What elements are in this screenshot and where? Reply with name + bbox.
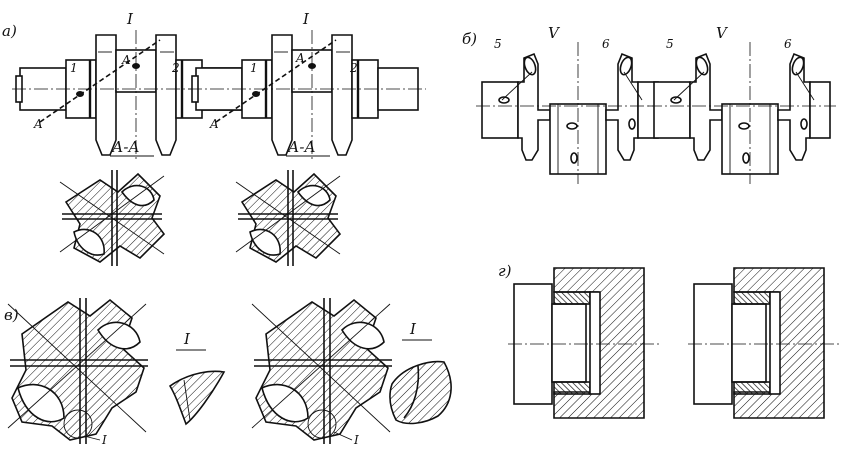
section-mark-a3: A [209,117,219,131]
section-mark-a2: A [121,53,131,67]
section-title-right: А-А [287,138,316,156]
mark-6-left: 6 [602,37,610,51]
panel-g: г) [498,262,841,419]
mark-6-right: 6 [784,37,792,51]
panel-v-label: в) [4,306,19,324]
callout-I-right: I [302,10,310,28]
pin-2-left: 2 [171,61,180,75]
crank-block-left [475,41,665,185]
mark-5-right: 5 [666,37,674,51]
section-aa-right [235,169,341,267]
leader-I-right: I [353,433,359,447]
section-aa-left [59,169,165,267]
big-section-right [251,297,393,445]
panel-a: а) I I 1 2 1 2 A A A A А-А А-А [2,10,428,267]
panel-b: б) V V 5 6 5 6 [462,24,837,185]
panel-g-label: г) [498,262,512,280]
bearing-right [687,267,841,419]
section-mark-a1: A [33,117,43,131]
detail-I-right-label: I [409,320,417,338]
panel-v: в) I I I I [4,297,452,447]
crank-block-right [647,41,837,185]
pin-1-right: 1 [250,61,258,75]
leader-I-left: I [101,433,107,447]
detail-I-left-label: I [183,330,191,348]
panel-b-label: б) [462,30,477,48]
big-section-left [7,297,149,445]
pin-1-left: 1 [70,61,78,75]
callout-V-right: V [716,24,729,42]
callout-V-left: V [548,24,561,42]
panel-a-label: а) [2,22,17,40]
detail-I-right [389,360,452,425]
section-title-left: А-А [111,138,140,156]
mark-5-left: 5 [494,37,502,51]
detail-I-left [168,370,226,426]
bearing-left [507,267,661,419]
section-mark-a4: A [295,51,305,65]
pin-2-right: 2 [349,61,358,75]
callout-I-left: I [126,10,134,28]
